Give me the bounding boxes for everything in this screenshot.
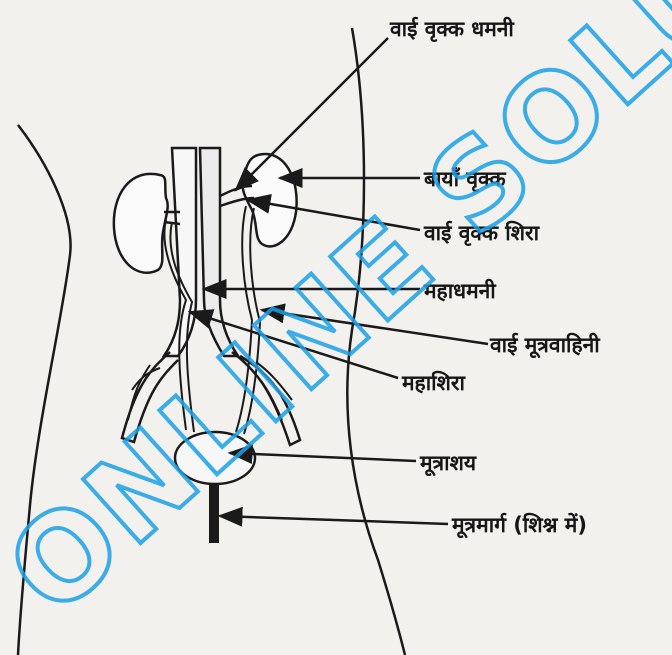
right-kidney <box>114 174 168 273</box>
pointer-urethra <box>220 516 448 524</box>
watermark-text: ONLINE SOLUTI <box>0 0 672 641</box>
label-urethra: मूत्रमार्ग (शिश्न में) <box>451 512 587 539</box>
label-left-renal-artery: वाई वृक्क धमनी <box>389 16 515 43</box>
label-vena-cava: महाशिरा <box>401 370 466 395</box>
pointer-left-renal-artery <box>236 38 388 190</box>
label-left-ureter: वाई मूत्रवाहिनी <box>489 332 601 359</box>
label-bladder: मूत्राशय <box>419 451 477 477</box>
